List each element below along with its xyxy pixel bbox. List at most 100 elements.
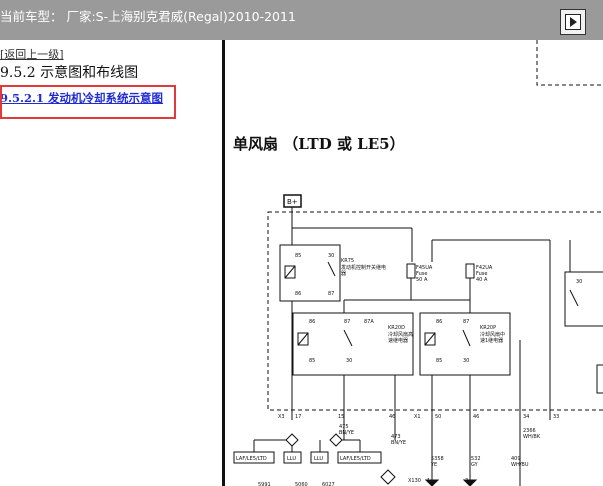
right-relay-switch — [569, 289, 579, 307]
kr20d-coil-diag — [297, 332, 309, 346]
toggle-panel-icon — [565, 14, 581, 30]
x130-label: X130 — [408, 478, 421, 484]
kr75-switch — [327, 261, 336, 277]
title-bar: 当前车型： 厂家:S-上海别克君威(Regal)2010-2011 — [0, 0, 603, 40]
wire-15-label: 15 — [338, 414, 344, 420]
pin-30c: 30 — [463, 358, 469, 364]
pin-86c: 86 — [436, 319, 442, 325]
pin-86a: 86 — [295, 291, 301, 297]
wire-46-label: 46 — [389, 414, 395, 420]
wire-34-label: 34 — [523, 414, 529, 420]
pane-divider[interactable] — [222, 40, 225, 486]
x1-label: X1 — [414, 414, 421, 420]
circuit-5358: 5358 — [431, 456, 444, 462]
kr20d-relay-box — [292, 312, 414, 376]
bottom-circuit-2: 5060 — [295, 482, 308, 486]
pin-30d: 30 — [576, 279, 582, 285]
circuit-409-color: WH/BU — [511, 462, 529, 468]
option-box-b — [283, 451, 302, 464]
pin-86b: 86 — [309, 319, 315, 325]
circuit-532: 532 — [471, 456, 481, 462]
pin-87b: 87 — [344, 319, 350, 325]
kr75-desc2: 器 — [341, 271, 346, 277]
pin-87a: 87 — [328, 291, 334, 297]
f45ua-rating: 50 A — [416, 277, 428, 283]
pin-30b: 30 — [346, 358, 352, 364]
kr20p-relay-box — [419, 312, 511, 376]
option-c-label: LLU — [314, 456, 323, 462]
kr75-coil — [284, 265, 296, 279]
back-link[interactable]: [返回上一级] — [0, 48, 64, 61]
option-d-label: LAF/LE5/LTD — [340, 456, 371, 462]
upper-dashed-box — [536, 40, 603, 86]
connector-3 — [462, 479, 478, 486]
kr20d-switch — [343, 329, 353, 347]
splice-1 — [285, 433, 299, 447]
pin-85c: 85 — [436, 358, 442, 364]
wiring-diagram: B+ — [233, 40, 603, 486]
circuit-2366-color: WH/BK — [523, 434, 541, 440]
b-plus-label: B+ — [287, 198, 298, 206]
pin-85a: 85 — [295, 253, 301, 259]
kr75-id: KR75 — [341, 258, 354, 264]
splice-3 — [380, 469, 396, 485]
circuit-532-color: GY — [471, 462, 479, 468]
option-box-a — [233, 451, 275, 464]
circuit-473-color: BN/YE — [391, 440, 406, 446]
option-box-c — [310, 451, 329, 464]
circuit-475-color: BN/YE — [339, 430, 354, 436]
kr20p-switch — [462, 329, 471, 347]
pin-85b: 85 — [309, 358, 315, 364]
wire-33-label: 33 — [553, 414, 559, 420]
bottom-circuit-3: 6027 — [322, 482, 335, 486]
kr75-coil-diag — [284, 265, 296, 279]
circuit-2366: 2366 — [523, 428, 536, 434]
diagram-title: 单风扇 （LTD 或 LE5） — [233, 135, 405, 153]
right-module-box — [596, 364, 603, 394]
connector-1 — [424, 479, 440, 486]
pin-1-label: 1 — [427, 478, 430, 484]
kr20d-coil — [297, 332, 309, 346]
pin-87ab: 87A — [364, 319, 374, 325]
circuit-409: 409 — [511, 456, 521, 462]
f42ua-fuse — [465, 263, 475, 279]
kr20p-coil-diag — [424, 332, 436, 346]
navigation-pane: [返回上一级] 9.5.2 示意图和布线图 9.5.2.1 发动机冷却系统示意图 — [0, 40, 222, 486]
f45ua-id: F45UA — [416, 265, 433, 271]
option-box-d — [337, 451, 382, 464]
kr20p-coil — [424, 332, 436, 346]
f42ua-fuse-label: Fuse — [476, 271, 487, 277]
kr20p-id: KR20P — [480, 325, 496, 331]
bottom-circuit-1: 5991 — [258, 482, 271, 486]
x1-pin: 50 — [435, 414, 441, 420]
toggle-panel-button[interactable] — [560, 9, 586, 35]
circuit-475: 475 — [339, 424, 349, 430]
fuse-block-dashed-box — [267, 211, 603, 411]
kr20p-desc2: 速1继电器 — [480, 337, 503, 344]
option-a-label: LAF/LE5/LTD — [236, 456, 267, 462]
kr20p-desc: 冷却风扇中 — [480, 331, 505, 338]
pin-3-label: 3 — [465, 478, 468, 484]
cooling-system-diagram-link[interactable]: 9.5.2.1 发动机冷却系统示意图 — [0, 91, 164, 105]
f45ua-fuse-label: Fuse — [416, 271, 427, 277]
section-heading: 9.5.2 示意图和布线图 — [0, 65, 139, 81]
content-pane: 单风扇 （LTD 或 LE5） B+ — [225, 40, 603, 486]
kr20d-desc: 冷却风扇高 — [388, 331, 413, 338]
splice-2 — [329, 433, 343, 447]
option-b-label: LLU — [287, 456, 296, 462]
wire-46b-label: 46 — [473, 414, 479, 420]
kr20d-desc2: 速继电器 — [388, 337, 408, 344]
kr75-desc: 发动机控制开关继电 — [341, 264, 386, 271]
vehicle-model-title: 当前车型： 厂家:S-上海别克君威(Regal)2010-2011 — [0, 9, 296, 24]
f42ua-rating: 40 A — [476, 277, 488, 283]
circuit-473: 473 — [391, 434, 401, 440]
pin-30a: 30 — [328, 253, 334, 259]
f42ua-id: F42UA — [476, 265, 493, 271]
x3-pin: 17 — [295, 414, 301, 420]
pin-87c: 87 — [463, 319, 469, 325]
x3-label: X3 — [278, 414, 285, 420]
kr20d-id: KR20D — [388, 325, 405, 331]
right-relay-box — [564, 271, 603, 327]
circuit-5358-color: YE — [430, 462, 437, 468]
f45ua-fuse — [406, 263, 416, 279]
